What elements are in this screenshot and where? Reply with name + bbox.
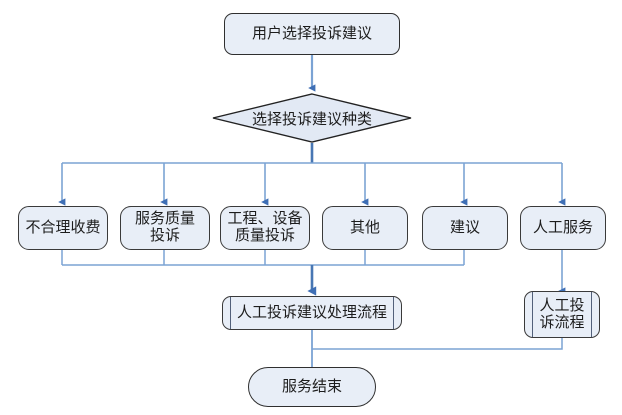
node-branch-4-label: 其他	[349, 219, 380, 236]
node-process-manual[interactable]: 人工投 诉流程	[524, 291, 600, 338]
node-branch-1-label: 不合理收费	[25, 219, 101, 236]
node-process-manual-label: 人工投 诉流程	[539, 297, 585, 331]
node-end-label: 服务结束	[281, 378, 342, 395]
node-branch-engineering-equipment[interactable]: 工程、设备 质量投诉	[220, 206, 310, 250]
node-branch-service-quality[interactable]: 服务质量 投诉	[120, 206, 210, 250]
node-process-main-label: 人工投诉建议处理流程	[236, 304, 387, 321]
node-branch-suggestion[interactable]: 建议	[422, 206, 508, 250]
node-branch-other[interactable]: 其他	[322, 206, 408, 250]
diamond-shape	[212, 93, 412, 143]
node-start-label: 用户选择投诉建议	[251, 25, 372, 42]
node-branch-6-label: 人工服务	[532, 219, 593, 236]
node-decision[interactable]: 选择投诉建议种类	[212, 93, 412, 143]
node-end[interactable]: 服务结束	[248, 367, 376, 407]
node-branch-manual-service[interactable]: 人工服务	[520, 206, 606, 250]
node-process-main[interactable]: 人工投诉建议处理流程	[222, 296, 402, 330]
edge-decision-to-bus	[62, 143, 562, 164]
edge-branches-to-process-main	[61, 250, 465, 296]
node-branch-2-label: 服务质量 投诉	[134, 211, 195, 244]
node-start[interactable]: 用户选择投诉建议	[224, 13, 400, 55]
node-branch-5-label: 建议	[449, 219, 480, 236]
node-decision-label: 选择投诉建议种类	[251, 111, 372, 128]
node-branch-unreasonable-fee[interactable]: 不合理收费	[18, 206, 108, 250]
edge-process-manual-to-end	[312, 338, 563, 350]
node-branch-3-label: 工程、设备 质量投诉	[227, 211, 303, 244]
